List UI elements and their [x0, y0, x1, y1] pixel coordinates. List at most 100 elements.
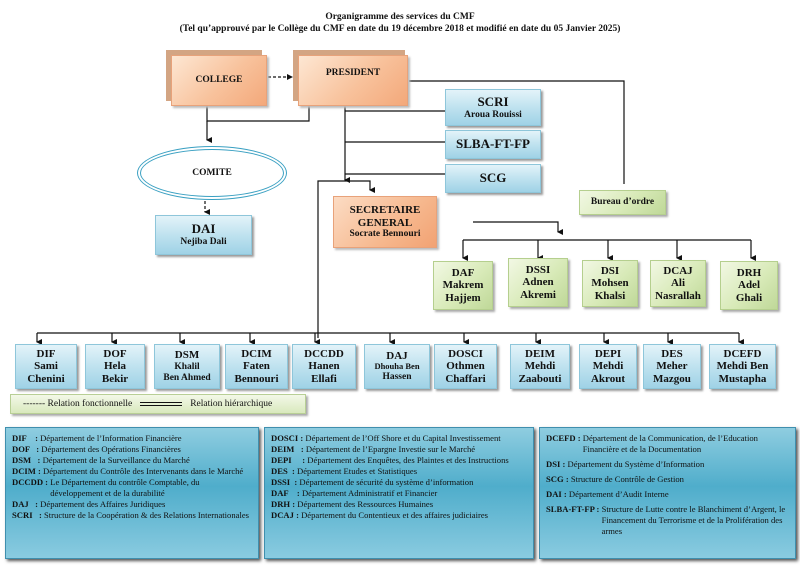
- dept-daf[interactable]: DAF Makrem Hajjem: [433, 261, 493, 310]
- dept-head-line1: Khalil: [174, 361, 200, 372]
- glossary-definition: Département des Opérations Financières: [41, 444, 181, 454]
- glossary-entry: DCCDD : Le Département du contrôle Compt…: [12, 477, 252, 499]
- glossary-definition: Département du Contrôle des Intervenants…: [43, 466, 244, 476]
- dept-depi[interactable]: DEPI Mehdi Akrout: [579, 344, 637, 389]
- glossary-entry: DIF : Département de l’Information Finan…: [12, 433, 252, 444]
- dept-dcefd[interactable]: DCEFD Mehdi Ben Mustapha: [709, 344, 776, 389]
- glossary-abbr: DAI :: [546, 489, 569, 499]
- dept-code: DAF: [451, 266, 475, 279]
- glossary-definition: Département de la Communication, de l’Ed…: [582, 433, 758, 454]
- dept-deim[interactable]: DEIM Mehdi Zaabouti: [510, 344, 570, 389]
- dept-dsi[interactable]: DSI Mohsen Khalsi: [582, 260, 638, 307]
- glossary-entry: DSI : Département du Système d’Informati…: [546, 459, 789, 470]
- dept-head-line2: Hassen: [382, 372, 412, 383]
- dept-dif[interactable]: DIF Sami Chenini: [15, 344, 77, 389]
- structure-code: SLBA-FT-FP: [456, 136, 530, 152]
- dai-head: Nejiba Dali: [180, 237, 227, 247]
- glossary-abbr: DOSCI :: [271, 433, 306, 443]
- dept-head-line2: Bennouri: [234, 372, 279, 385]
- dept-dcaj[interactable]: DCAJ Ali Nasrallah: [650, 260, 706, 307]
- dept-dccdd[interactable]: DCCDD Hanen Ellafi: [292, 344, 356, 389]
- dept-code: DCCDD: [304, 347, 344, 360]
- dept-dosci[interactable]: DOSCI Othmen Chaffari: [434, 344, 497, 389]
- dept-head-line1: Faten: [243, 360, 270, 373]
- dept-dof[interactable]: DOF Hela Bekir: [85, 344, 145, 389]
- dept-drh[interactable]: DRH Adel Ghali: [720, 261, 778, 310]
- dai-code: DAI: [191, 221, 216, 237]
- glossary-abbr: SLBA-FT-FP :: [546, 504, 602, 514]
- legend-hierarchical: Relation hiérarchique: [190, 399, 273, 409]
- dept-head-line1: Hanen: [308, 360, 340, 373]
- dept-head-line1: Hela: [104, 360, 126, 373]
- glossary-definition: Département Administratif et Financier: [301, 488, 438, 498]
- glossary-abbr: DCEFD :: [546, 433, 583, 443]
- dept-head-line2: Mustapha: [718, 372, 767, 385]
- glossary-definition: Département de l’Epargne Investie sur le…: [305, 444, 476, 454]
- hierarchical-line-icon: [140, 402, 183, 406]
- glossary-entry: SCRI : Structure de la Coopération & des…: [12, 510, 252, 521]
- glossary-entry: DAF : Département Administratif et Finan…: [271, 488, 527, 499]
- glossary-abbr: SCRI :: [12, 510, 44, 520]
- structure-scg[interactable]: SCG: [445, 164, 541, 193]
- president-box[interactable]: PRESIDENT: [298, 55, 408, 106]
- dept-head-line2: Zaabouti: [518, 372, 562, 385]
- glossary-panel-1: DIF : Département de l’Information Finan…: [5, 427, 259, 559]
- dept-code: DOF: [103, 347, 127, 360]
- structure-scri[interactable]: SCRI Aroua Rouissi: [445, 89, 541, 126]
- dept-code: DIF: [36, 347, 56, 360]
- dept-code: DSI: [600, 264, 620, 277]
- glossary-abbr: DAJ :: [12, 499, 41, 509]
- glossary-definition: Département des Ressources Humaines: [297, 499, 434, 509]
- glossary-entry: DEPI : Département des Enquêtes, des Pla…: [271, 455, 527, 466]
- glossary-abbr: SCG :: [546, 474, 571, 484]
- glossary-abbr: DEPI :: [271, 455, 308, 465]
- dai-box[interactable]: DAI Nejiba Dali: [155, 215, 252, 255]
- glossary-definition: Département de sécurité du système d’inf…: [299, 477, 474, 487]
- glossary-entry: DOF : Département des Opérations Financi…: [12, 444, 252, 455]
- secretaire-general-box[interactable]: SECRETAIRE GENERAL Socrate Bennouri: [333, 196, 437, 248]
- glossary-abbr: DIF :: [12, 433, 41, 443]
- dept-code: DES: [661, 347, 683, 360]
- glossary-abbr: DCIM :: [12, 466, 44, 476]
- college-box[interactable]: COLLEGE: [171, 55, 267, 106]
- dept-des[interactable]: DES Meher Mazgou: [643, 344, 701, 389]
- dept-head-line2: Ghali: [735, 291, 763, 304]
- glossary-abbr: DSSI :: [271, 477, 300, 487]
- dept-dssi[interactable]: DSSI Adnen Akremi: [508, 258, 568, 307]
- dept-head-line1: Ali: [670, 277, 686, 290]
- structure-code: SCG: [479, 170, 507, 186]
- comite-label: COMITE: [192, 168, 232, 178]
- glossary-entry: DCIM : Département du Contrôle des Inter…: [12, 466, 252, 477]
- comite-ellipse[interactable]: COMITE: [137, 146, 287, 200]
- dept-dsm[interactable]: DSM Khalil Ben Ahmed: [154, 344, 220, 389]
- bureau-ordre-box[interactable]: Bureau d’ordre: [579, 190, 666, 215]
- glossary-entry: DRH : Département des Ressources Humaine…: [271, 499, 527, 510]
- glossary-entry: DSSI : Département de sécurité du systèm…: [271, 477, 527, 488]
- glossary-definition: Département de l’Off Shore et du Capital…: [305, 433, 501, 443]
- dept-code: DCAJ: [663, 264, 693, 277]
- glossary-entry: SCG : Structure de Contrôle de Gestion: [546, 474, 789, 485]
- dept-daj[interactable]: DAJ Dhouha Ben Hassen: [364, 344, 430, 389]
- glossary-abbr: DOF :: [12, 444, 42, 454]
- structure-slba[interactable]: SLBA-FT-FP: [445, 130, 541, 159]
- glossary-abbr: DCCDD :: [12, 477, 51, 487]
- glossary-definition: Structure de la Coopération & des Relati…: [44, 510, 249, 520]
- glossary-entry: DOSCI : Département de l’Off Shore et du…: [271, 433, 527, 444]
- glossary-definition: Structure de Lutte contre le Blanchiment…: [601, 504, 786, 536]
- glossary-definition: Département Etudes et Statistiques: [297, 466, 418, 476]
- dept-code: DAJ: [386, 349, 408, 362]
- structure-code: SCRI: [477, 93, 509, 109]
- dept-code: DSSI: [525, 263, 551, 276]
- glossary-entry: DCEFD : Département de la Communication,…: [546, 433, 789, 455]
- glossary-abbr: DSM :: [12, 455, 43, 465]
- glossary-definition: Département de la Surveillance du Marché: [42, 455, 190, 465]
- dept-head-line2: Hajjem: [445, 291, 481, 304]
- dept-head-line2: Mazgou: [653, 372, 691, 385]
- sg-title-2: GENERAL: [357, 216, 413, 229]
- dept-head-line1: Adel: [738, 279, 760, 292]
- glossary-entry: DAI : Département d’Audit Interne: [546, 489, 789, 500]
- dept-dcim[interactable]: DCIM Faten Bennouri: [225, 344, 288, 389]
- dept-code: DOSCI: [448, 347, 483, 360]
- glossary-entry: SLBA-FT-FP : Structure de Lutte contre l…: [546, 504, 789, 537]
- dept-head-line1: Makrem: [442, 279, 484, 292]
